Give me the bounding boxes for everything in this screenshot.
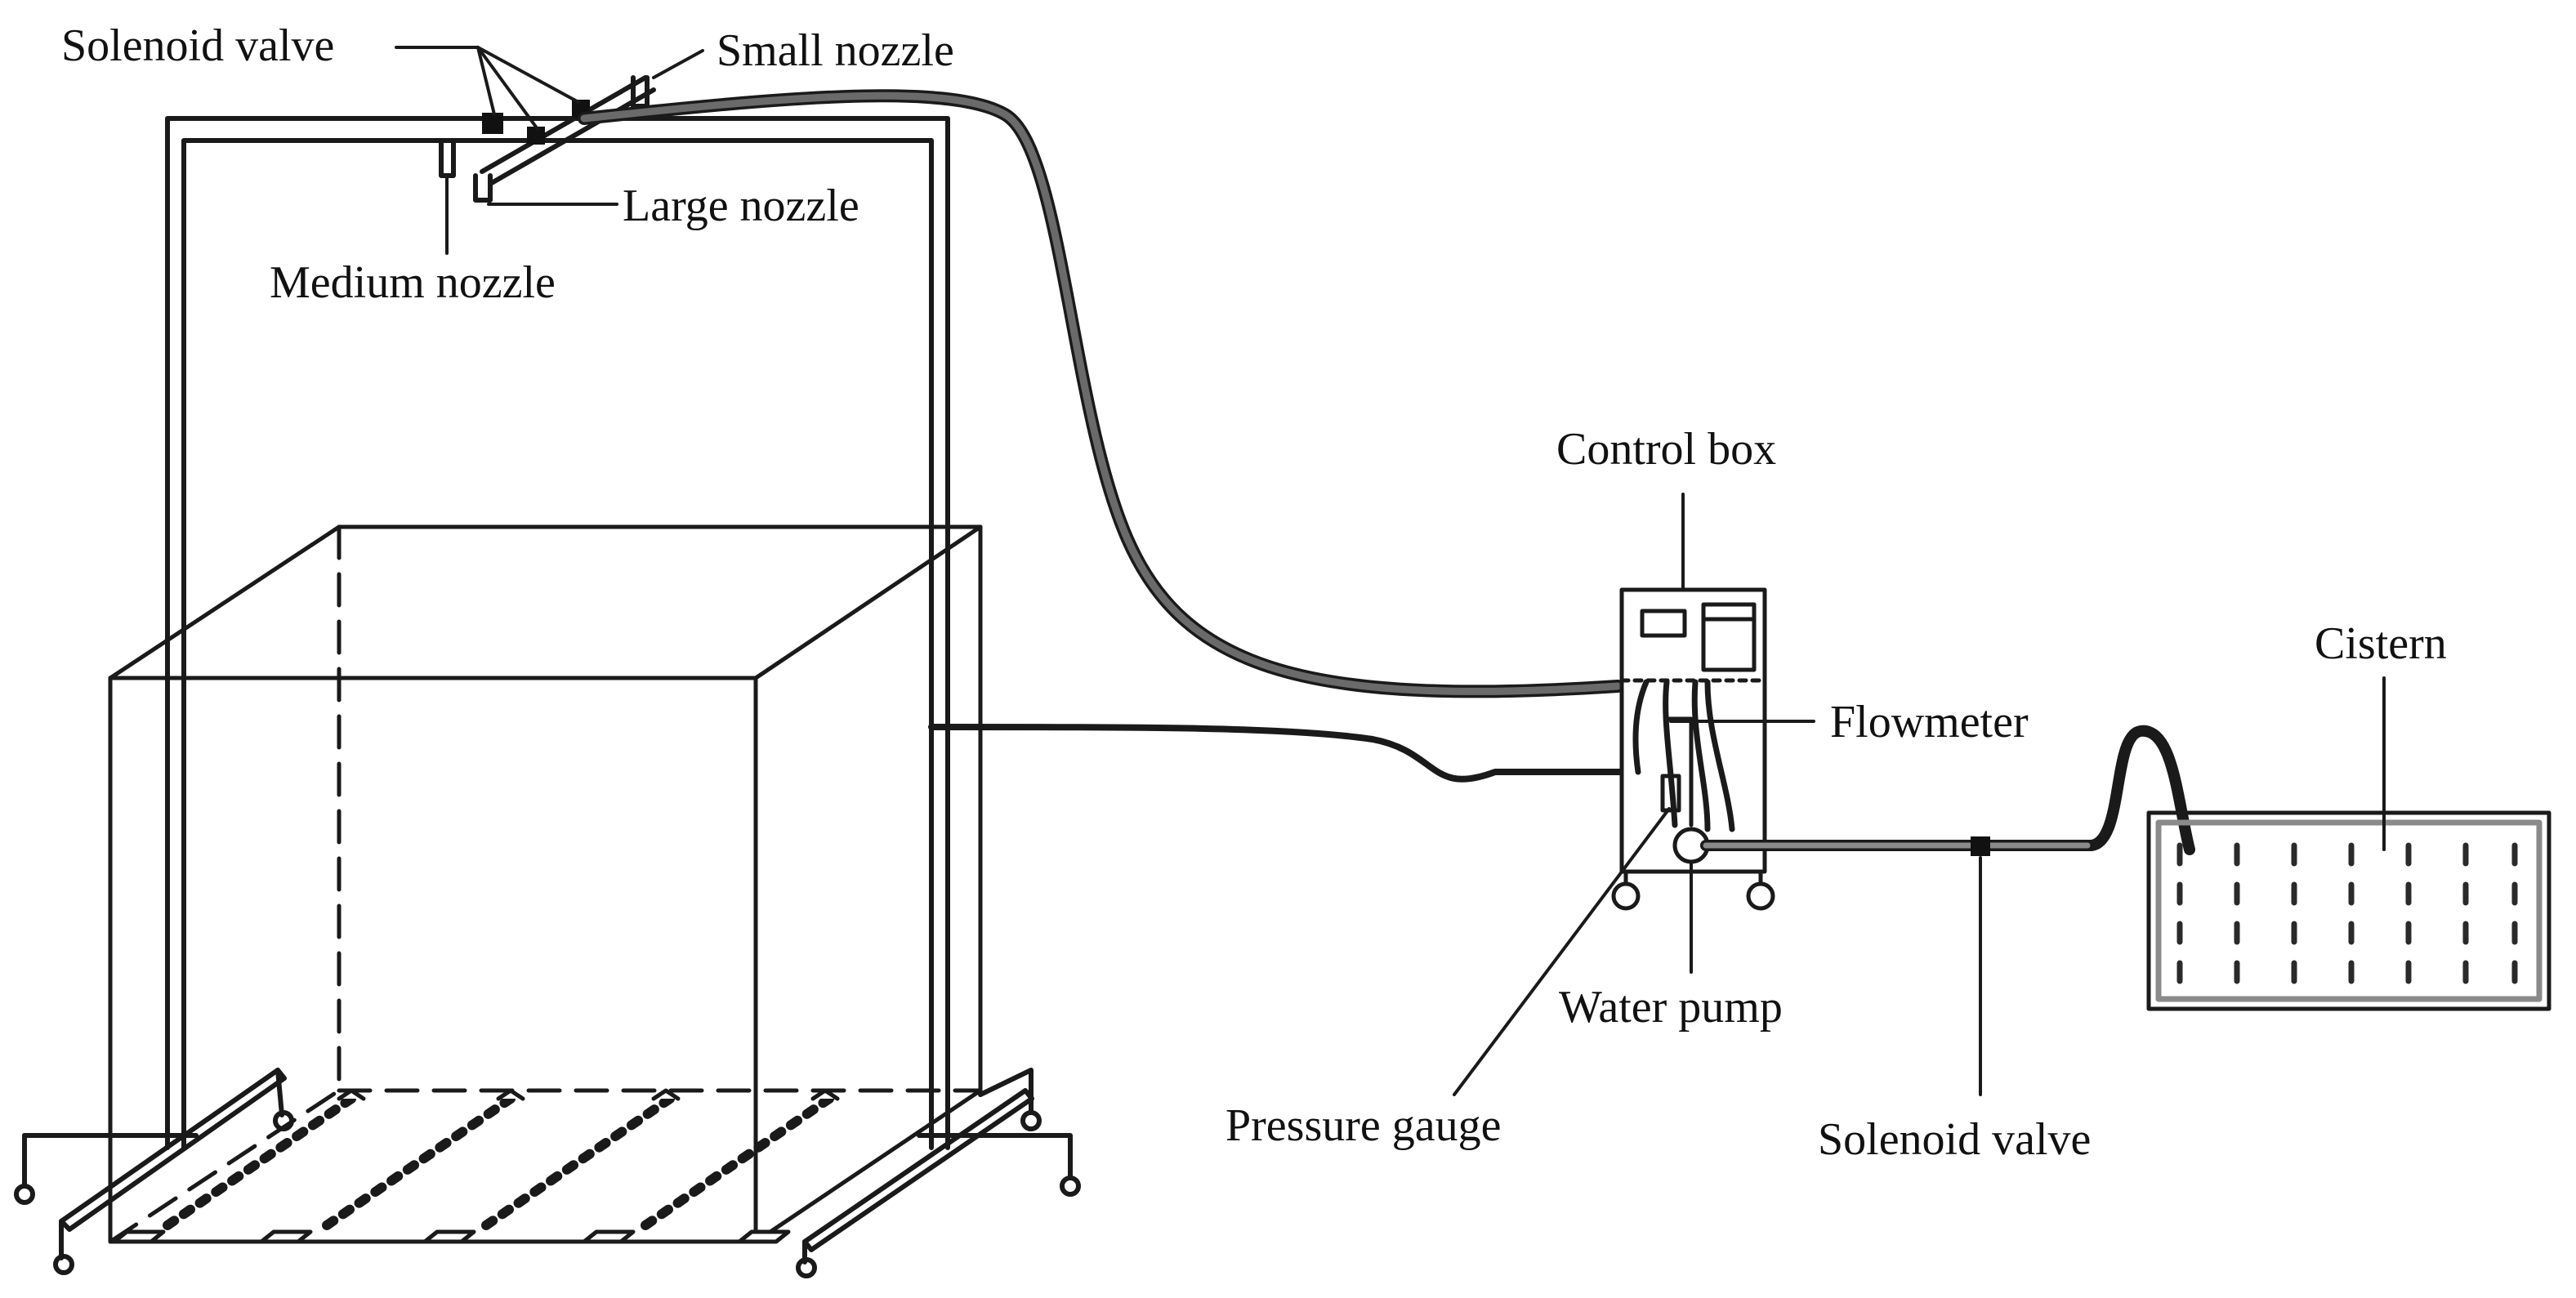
test-box [108,524,983,1244]
label-pressure-gauge: Pressure gauge [1225,1100,1502,1151]
data-cable [928,724,1645,783]
label-large-nozzle: Large nozzle [623,181,859,231]
control-box [1611,587,1775,911]
label-water-pump: Water pump [1559,982,1783,1033]
solenoid-valve-icon [482,113,503,134]
leader-lines [395,46,2386,1096]
rain-drop-rows [163,1094,834,1230]
supply-hose-inner [580,91,1622,695]
wheel-icon [1746,881,1775,911]
runoff-trough-right [796,1088,1034,1278]
runoff-trough-left [53,1068,294,1275]
solenoid-valve-icon [1971,836,1990,856]
label-medium-nozzle: Medium nozzle [270,257,556,308]
label-solenoid-valve-top: Solenoid valve [61,20,335,71]
solenoid-valve-icon [527,127,545,145]
label-control-box: Control box [1556,424,1777,475]
floor-blocks [112,1088,840,1244]
wheel-icon [1611,881,1641,911]
label-flowmeter: Flowmeter [1830,697,2029,747]
label-cistern: Cistern [2315,618,2447,669]
cistern [2146,810,2551,1011]
cistern-pipe [1700,725,2195,855]
pressure-gauge-icon [1660,774,1681,813]
nozzle-assembly [439,75,656,203]
label-small-nozzle: Small nozzle [717,25,954,76]
label-solenoid-valve-bottom: Solenoid valve [1818,1114,2092,1165]
